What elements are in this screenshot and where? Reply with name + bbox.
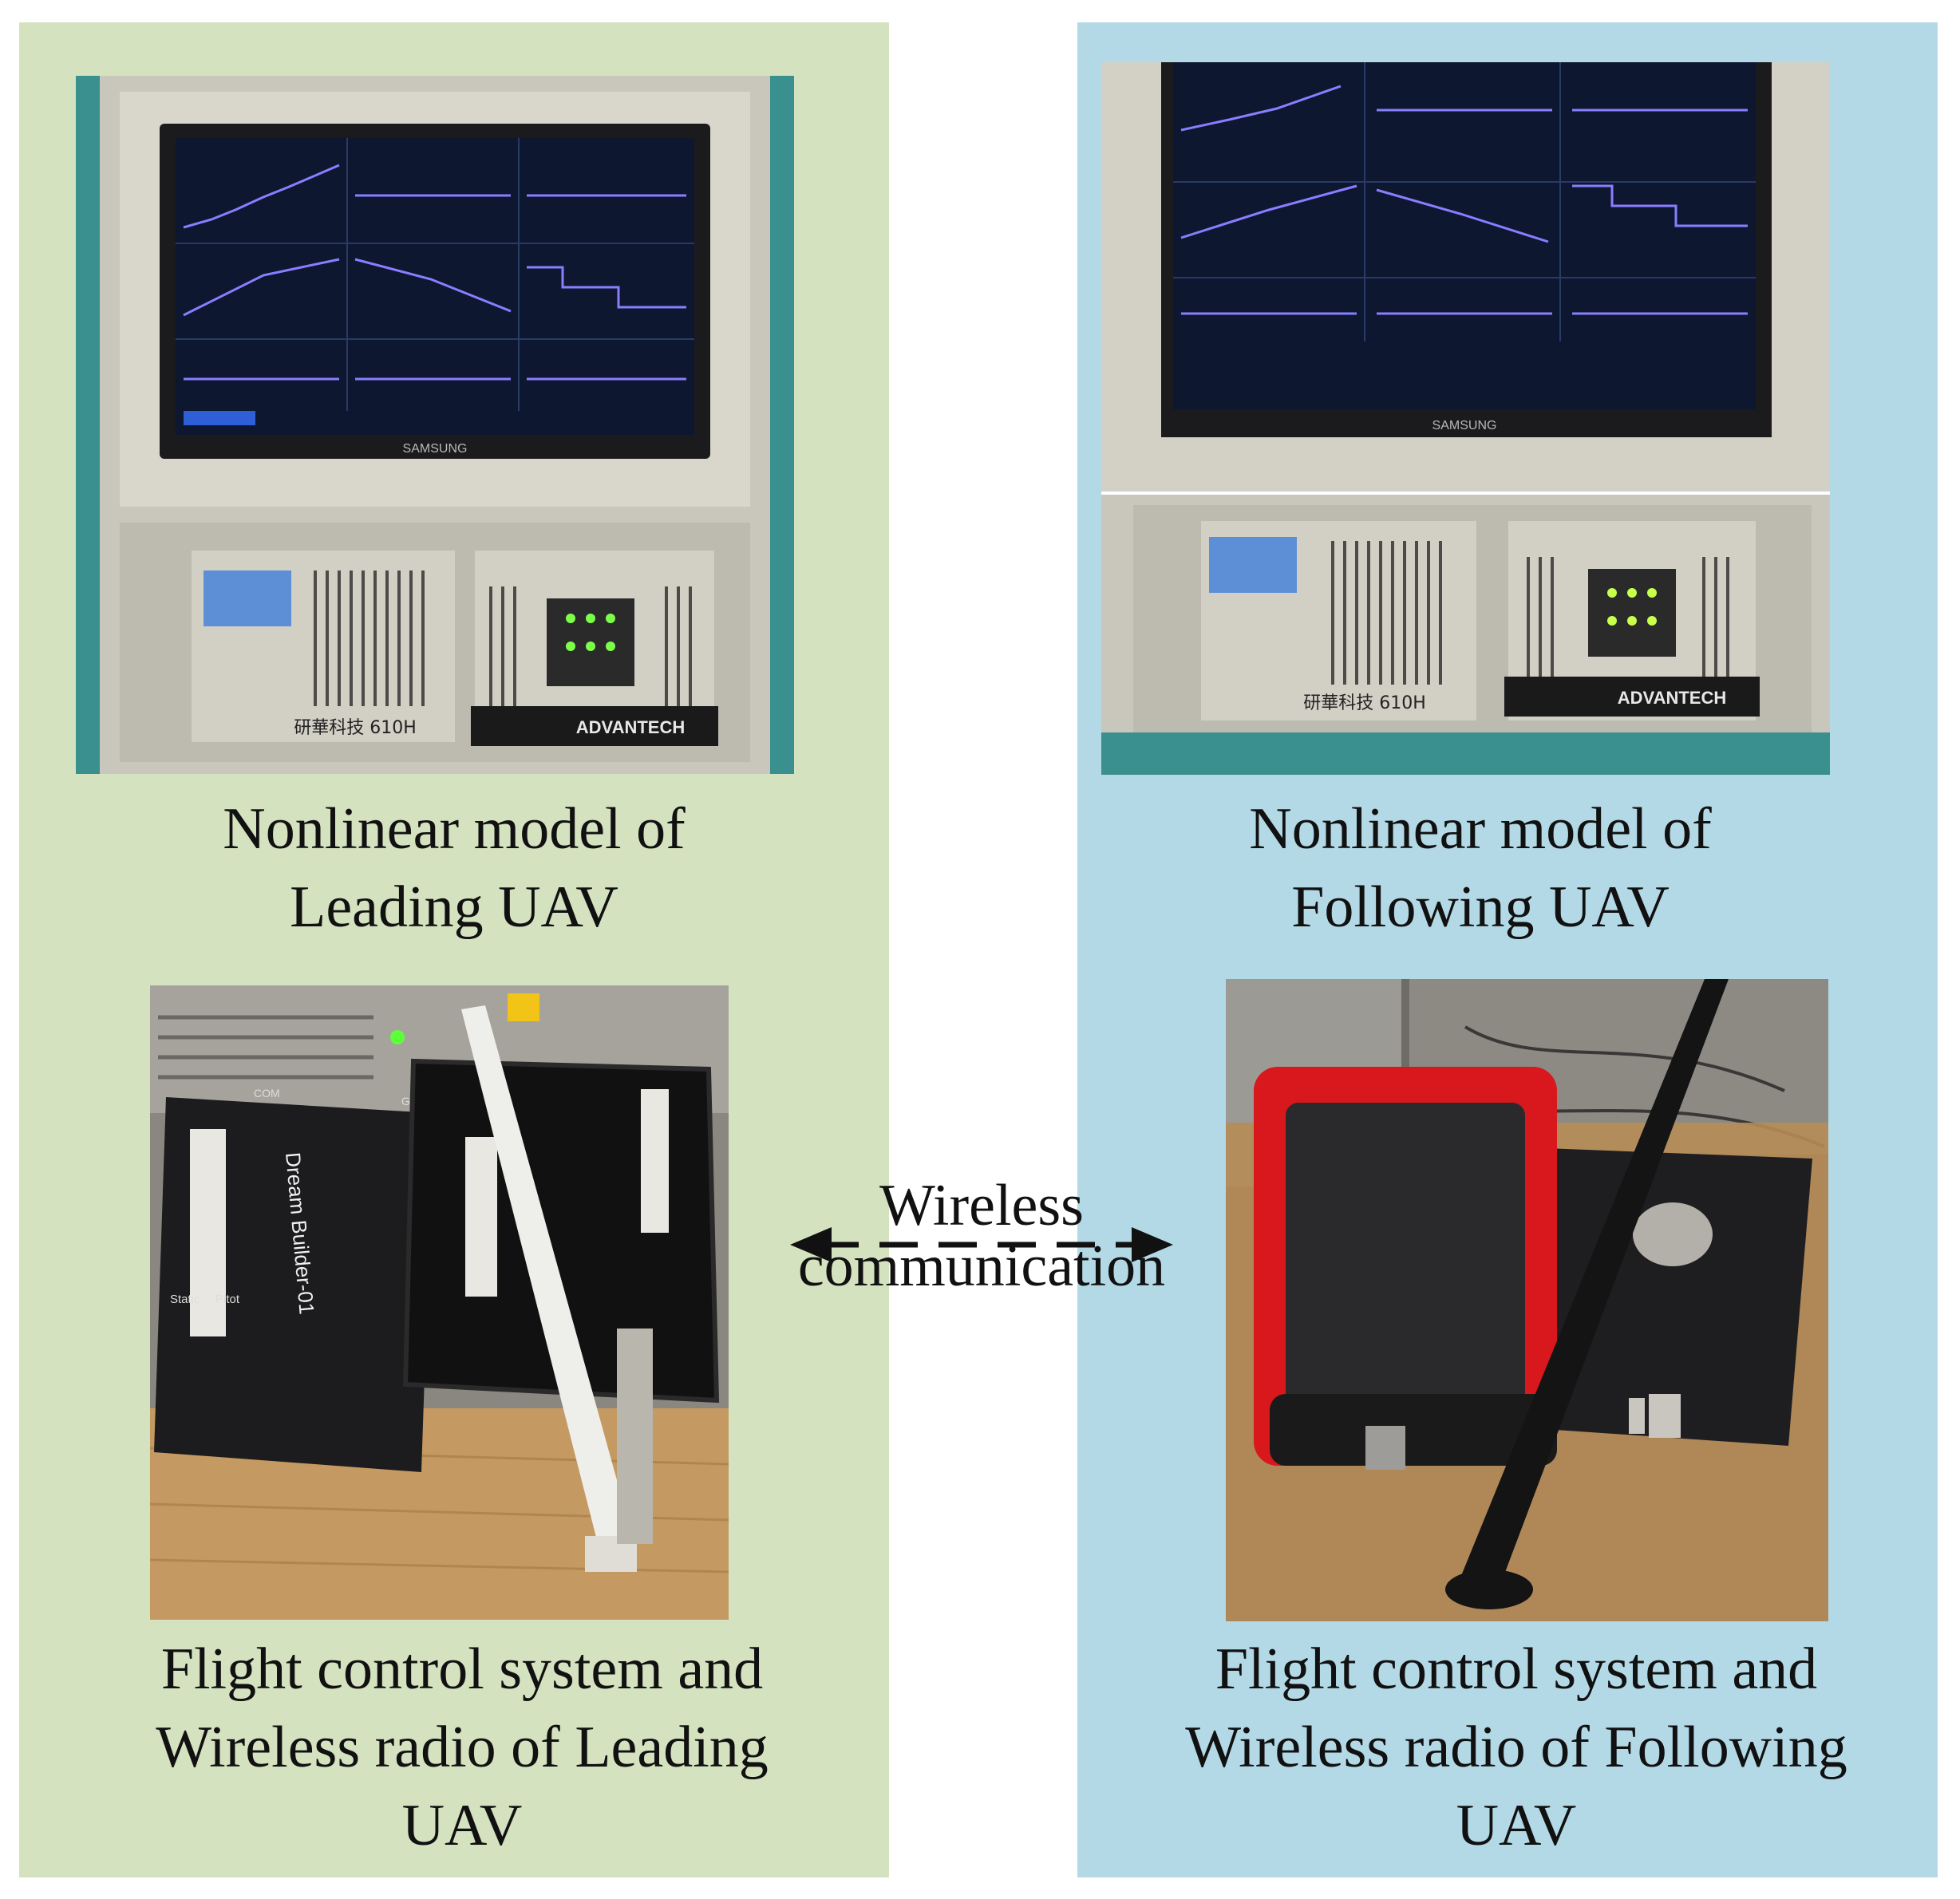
left-monitor-brand: SAMSUNG bbox=[403, 442, 468, 456]
leading-uav-fcs-caption-line1: Flight control system and bbox=[160, 1636, 764, 1702]
wireless-link-arrow bbox=[790, 1227, 1173, 1262]
following-uav-rack-photo: SAMSUNG ADVANTECH 研華科技 610H bbox=[1101, 62, 1830, 775]
following-uav-model-caption: Nonlinear model of Following UAV bbox=[1077, 790, 1883, 946]
following-uav-fcs-caption-line1: Flight control system and bbox=[1215, 1636, 1818, 1702]
following-uav-model-caption-line2: Following UAV bbox=[1291, 874, 1670, 940]
leading-uav-model-caption: Nonlinear model of Leading UAV bbox=[19, 790, 889, 946]
right-monitor-brand: SAMSUNG bbox=[1432, 419, 1497, 432]
leading-uav-fcs-caption-line3: UAV bbox=[401, 1793, 523, 1858]
wireless-communication-label: Wireless communication bbox=[766, 1167, 1197, 1305]
wireless-label-line2: communication bbox=[797, 1234, 1166, 1299]
leading-box-tag-com: COM bbox=[254, 1087, 280, 1100]
leading-box-port-static: Static bbox=[170, 1293, 200, 1306]
arrowhead-right bbox=[1132, 1227, 1173, 1262]
wireless-label-line1: Wireless bbox=[879, 1173, 1084, 1238]
left-chassis-label: 研華科技 610H bbox=[294, 718, 417, 738]
leading-uav-model-caption-line1: Nonlinear model of bbox=[223, 796, 686, 862]
leading-uav-fcs-caption: Flight control system and Wireless radio… bbox=[19, 1630, 905, 1865]
following-uav-flight-control-photo bbox=[1226, 979, 1828, 1621]
left-chassis-brand: ADVANTECH bbox=[576, 717, 685, 737]
right-chassis-brand: ADVANTECH bbox=[1618, 688, 1726, 708]
following-uav-fcs-caption-line2: Wireless radio of Following bbox=[1185, 1715, 1847, 1780]
right-chassis-label: 研華科技 610H bbox=[1303, 693, 1426, 713]
arrowhead-left bbox=[790, 1227, 832, 1262]
leading-uav-model-caption-line2: Leading UAV bbox=[290, 874, 618, 940]
leading-uav-rack-photo: SAMSUNG ADVANTECH 研華科技 610H bbox=[76, 76, 794, 774]
leading-box-port-pitot: Pitot bbox=[215, 1293, 240, 1306]
following-uav-model-caption-line1: Nonlinear model of bbox=[1249, 796, 1712, 862]
leading-uav-fcs-caption-line2: Wireless radio of Leading bbox=[156, 1715, 769, 1780]
following-uav-fcs-caption: Flight control system and Wireless radio… bbox=[1077, 1630, 1955, 1865]
leading-uav-flight-control-photo: Dream Builder-01 Static Pitot GPS COM bbox=[150, 985, 729, 1620]
following-uav-fcs-caption-line3: UAV bbox=[1456, 1793, 1577, 1858]
